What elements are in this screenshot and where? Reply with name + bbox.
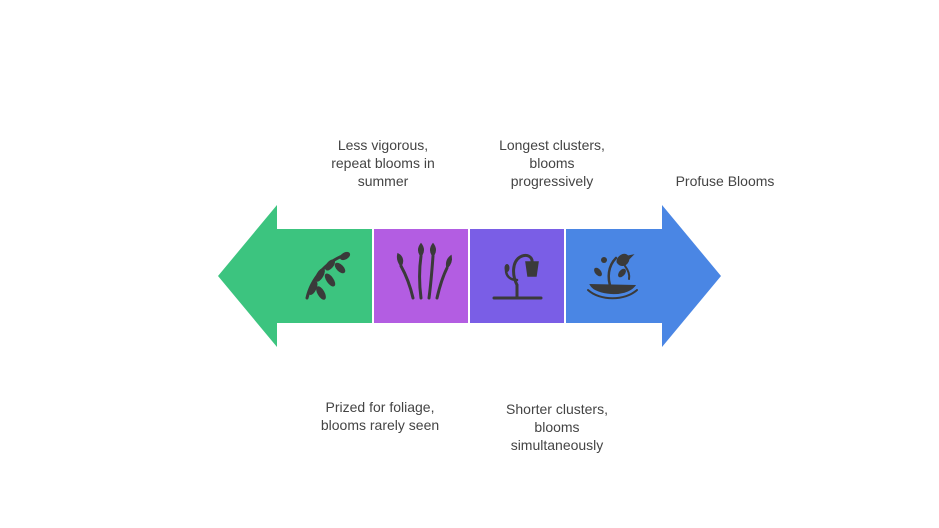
- bird-nest-vine-icon: [587, 253, 638, 300]
- segment-box-1: [277, 229, 372, 323]
- label-profuse-blooms: Profuse Blooms: [675, 173, 775, 189]
- left-arrowhead: [218, 205, 277, 347]
- sprouting-leaves-icon: [396, 242, 452, 300]
- drooping-branch-icon: [305, 251, 351, 300]
- segment-box-4: [566, 229, 662, 323]
- right-arrowhead: [662, 205, 721, 347]
- wilting-flower-stand-icon: [492, 253, 543, 300]
- segment-box-3: [470, 229, 564, 323]
- label-less-vigorous: Less vigorous, repeat blooms in summer: [331, 137, 435, 189]
- label-prized-for-foliage: Prized for foliage, blooms rarely seen: [320, 399, 440, 433]
- label-shorter-clusters: Shorter clusters, blooms simultaneously: [506, 401, 608, 453]
- label-longest-clusters: Longest clusters, blooms progressively: [499, 137, 605, 189]
